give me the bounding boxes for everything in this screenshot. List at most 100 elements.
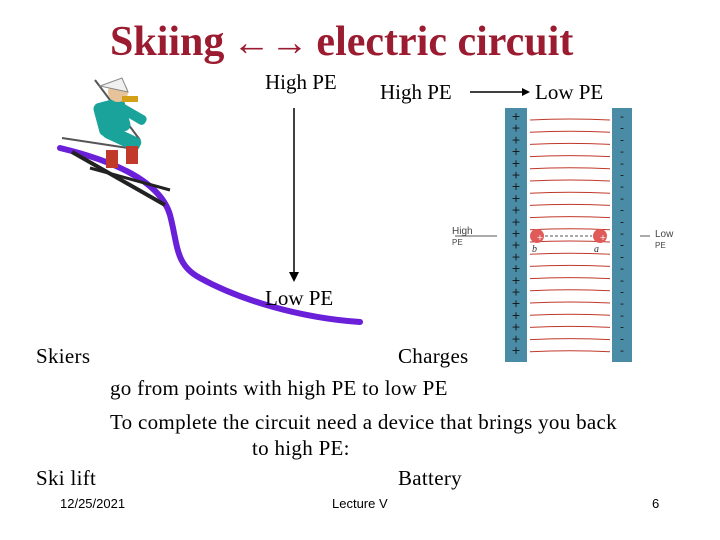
- minus-sign: -: [620, 274, 624, 287]
- minus-sign: -: [620, 239, 624, 252]
- ski-right: [89, 166, 171, 192]
- plus-sign: +: [511, 297, 520, 310]
- skiers-label: Skiers: [36, 344, 91, 368]
- field-line: [529, 142, 611, 145]
- minus-sign: -: [620, 169, 624, 182]
- minus-sign: -: [620, 344, 624, 357]
- label-high-pe-left: High PE: [265, 70, 337, 94]
- plus-sign: +: [511, 309, 520, 322]
- minus-sign: -: [620, 332, 624, 345]
- field-line: [529, 313, 611, 316]
- minus-sign: -: [620, 309, 624, 322]
- plus-sign: +: [511, 133, 520, 146]
- field-line: [529, 301, 611, 304]
- title-right: electric circuit: [316, 19, 574, 65]
- charge-a-label: a: [594, 244, 599, 255]
- charges-label: Charges: [398, 344, 469, 368]
- positive-plate: [505, 108, 527, 362]
- plus-sign: +: [511, 262, 520, 275]
- minus-marks: ---------------------: [620, 110, 624, 357]
- skier-goggles: [122, 96, 138, 102]
- minus-sign: -: [620, 133, 624, 146]
- field-line: [529, 155, 611, 158]
- plus-marks: +++++++++++++++++++++: [511, 110, 520, 357]
- plus-sign: +: [511, 332, 520, 345]
- plus-sign: +: [511, 250, 520, 263]
- plus-sign: +: [511, 204, 520, 217]
- minus-sign: -: [620, 262, 624, 275]
- minus-sign: -: [620, 286, 624, 299]
- plate-left-label: High: [452, 226, 473, 237]
- ski-lift-label: Ski lift: [36, 466, 97, 490]
- plus-sign: +: [511, 215, 520, 228]
- minus-sign: -: [620, 192, 624, 205]
- plate-right-sub: PE: [655, 241, 666, 250]
- footer-date: 12/25/2021: [60, 496, 126, 511]
- title-left: Skiing: [110, 19, 225, 65]
- field-lines: [529, 118, 611, 353]
- charge-a: [593, 229, 607, 243]
- ski-left: [71, 150, 166, 207]
- field-line: [529, 203, 611, 206]
- label-high-pe-right: High PE: [380, 80, 452, 104]
- field-line: [529, 118, 611, 121]
- field-line: [529, 252, 611, 255]
- field-line: [529, 216, 611, 219]
- slide-title: Skiing←→electric circuit: [110, 18, 573, 66]
- label-low-pe-bottom: Low PE: [265, 286, 334, 310]
- skier-legs: [102, 124, 142, 151]
- body-line-3: to high PE:: [252, 436, 350, 460]
- plus-sign: +: [511, 286, 520, 299]
- field-line: [529, 167, 611, 170]
- minus-sign: -: [620, 297, 624, 310]
- field-line: [529, 130, 611, 133]
- field-line: [529, 289, 611, 292]
- body-line-1: go from points with high PE to low PE: [110, 376, 448, 400]
- battery-label: Battery: [398, 466, 462, 490]
- ski-slope-line: [57, 145, 363, 325]
- skier-boots-2: [126, 146, 138, 164]
- minus-sign: -: [620, 321, 624, 334]
- field-line: [529, 191, 611, 194]
- plate-left-sub: PE: [452, 238, 463, 247]
- negative-plate: [612, 108, 632, 362]
- field-line: [529, 350, 611, 353]
- plus-sign: +: [511, 239, 520, 252]
- footer-center: Lecture V: [332, 496, 388, 511]
- double-arrow-icon: ←→: [232, 22, 309, 64]
- plus-sign: +: [511, 344, 520, 357]
- svg-text:+: +: [600, 233, 607, 242]
- field-line: [529, 264, 611, 267]
- minus-sign: -: [620, 215, 624, 228]
- minus-sign: -: [620, 227, 624, 240]
- svg-text:+: +: [537, 233, 544, 242]
- footer-page-number: 6: [652, 496, 660, 511]
- plus-sign: +: [511, 180, 520, 193]
- plus-sign: +: [511, 110, 520, 123]
- plus-sign: +: [511, 274, 520, 287]
- plus-sign: +: [511, 122, 520, 135]
- minus-sign: -: [620, 180, 624, 193]
- field-line: [529, 338, 611, 341]
- label-low-pe-right: Low PE: [535, 80, 604, 104]
- ski-pole-2: [61, 137, 129, 149]
- skier-arm: [118, 104, 147, 125]
- minus-sign: -: [620, 110, 624, 123]
- minus-sign: -: [620, 204, 624, 217]
- skier-boots: [106, 150, 118, 168]
- plus-sign: +: [511, 227, 520, 240]
- body-line-2: To complete the circuit need a device th…: [110, 410, 617, 434]
- charge-b: [530, 229, 544, 243]
- plus-sign: +: [511, 321, 520, 334]
- plus-sign: +: [511, 157, 520, 170]
- plus-sign: +: [511, 169, 520, 182]
- plus-sign: +: [511, 145, 520, 158]
- field-line: [529, 277, 611, 280]
- field-line: [529, 179, 611, 182]
- minus-sign: -: [620, 157, 624, 170]
- minus-sign: -: [620, 145, 624, 158]
